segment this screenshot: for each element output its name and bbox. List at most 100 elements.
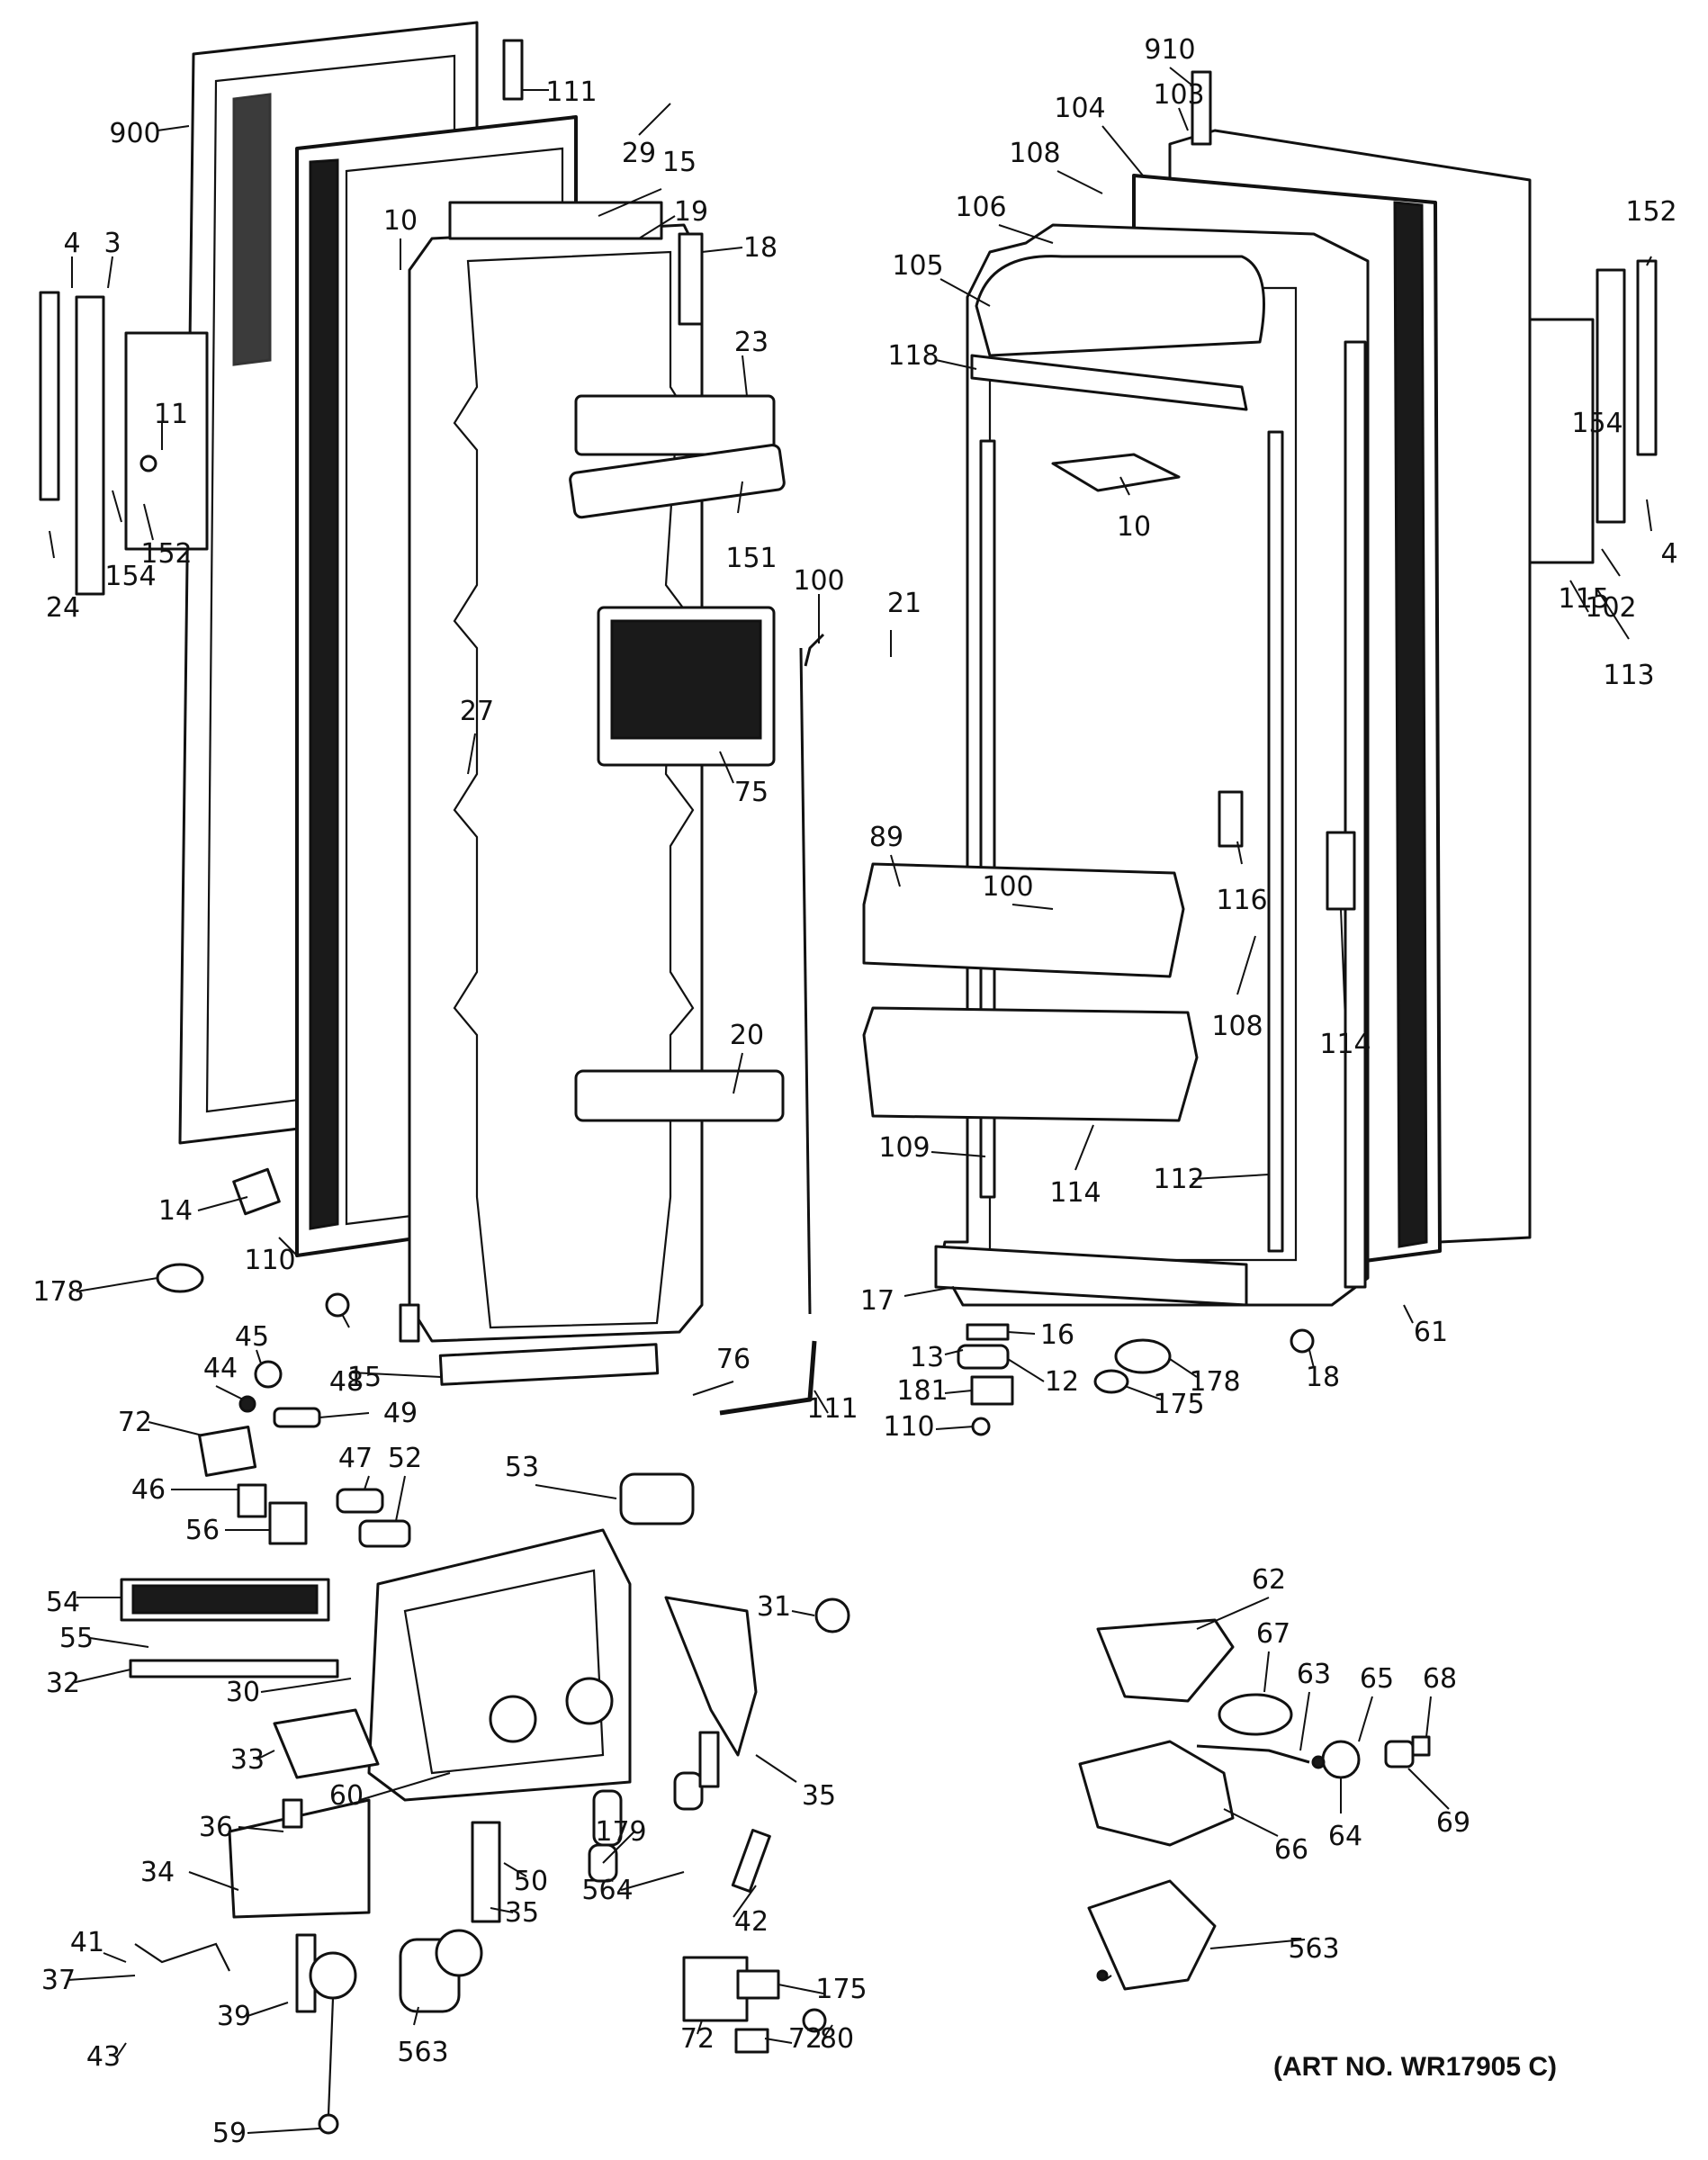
callout-4: 4 (63, 228, 80, 259)
callout-60: 60 (329, 1780, 364, 1812)
callout-16: 16 (1040, 1319, 1074, 1351)
callout-114: 114 (1319, 1029, 1371, 1060)
callout-103: 103 (1153, 79, 1204, 111)
callout-910: 910 (1144, 34, 1195, 66)
callout-39: 39 (217, 2001, 251, 2032)
callout-89: 89 (869, 822, 903, 853)
callout-563: 563 (1288, 1933, 1339, 1965)
callout-564: 564 (581, 1875, 633, 1906)
callout-154: 154 (104, 561, 156, 592)
callout-30: 30 (226, 1677, 260, 1708)
callout-175: 175 (1153, 1389, 1204, 1420)
callout-21: 21 (887, 588, 921, 619)
callout-111: 111 (545, 76, 597, 108)
callout-43: 43 (86, 2041, 121, 2073)
callout-108: 108 (1009, 138, 1060, 169)
callout-72: 72 (680, 2023, 715, 2055)
callout-114: 114 (1049, 1177, 1101, 1209)
callout-110: 110 (883, 1411, 934, 1443)
callout-116: 116 (1216, 885, 1267, 916)
callout-100: 100 (982, 871, 1033, 903)
callout-14: 14 (158, 1195, 193, 1227)
callout-20: 20 (730, 1020, 764, 1051)
callout-41: 41 (70, 1927, 104, 1958)
callout-19: 19 (674, 196, 708, 228)
callout-63: 63 (1297, 1659, 1331, 1690)
callout-900: 900 (109, 118, 160, 149)
callout-45: 45 (235, 1321, 269, 1353)
callout-10: 10 (383, 205, 418, 237)
callout-29: 29 (622, 138, 656, 169)
callout-32: 32 (46, 1668, 80, 1699)
callout-100: 100 (793, 565, 844, 597)
freezer-door-hinges (39, 39, 1658, 1343)
leader-lines (49, 67, 1652, 2134)
callout-110: 110 (244, 1245, 295, 1276)
callout-66: 66 (1274, 1834, 1308, 1866)
callout-35: 35 (802, 1780, 836, 1812)
callout-59: 59 (212, 2118, 247, 2149)
callout-178: 178 (32, 1276, 84, 1308)
callout-109: 109 (878, 1132, 930, 1164)
callout-18: 18 (1306, 1362, 1340, 1393)
callout-53: 53 (505, 1452, 539, 1483)
callout-181: 181 (896, 1375, 948, 1407)
callout-35: 35 (505, 1897, 539, 1929)
callout-12: 12 (1045, 1366, 1079, 1398)
callout-13: 13 (910, 1342, 944, 1373)
callout-55: 55 (59, 1623, 94, 1654)
callout-33: 33 (230, 1744, 265, 1776)
callout-152: 152 (1625, 196, 1677, 228)
callout-49: 49 (383, 1398, 418, 1429)
callout-15: 15 (662, 147, 697, 178)
callout-68: 68 (1423, 1663, 1457, 1695)
callout-34: 34 (140, 1857, 175, 1888)
callout-118: 118 (887, 340, 939, 372)
callout-76: 76 (716, 1344, 751, 1375)
callout-18: 18 (743, 232, 778, 264)
callout-151: 151 (725, 543, 777, 574)
callout-47: 47 (338, 1443, 373, 1474)
callout-69: 69 (1436, 1807, 1470, 1839)
callout-44: 44 (203, 1353, 238, 1384)
callout-154: 154 (1571, 408, 1623, 439)
art-number: (ART NO. WR17905 C) (1273, 2052, 1557, 2082)
small-parts-right (957, 1323, 1315, 1436)
small-parts-left (156, 1167, 695, 1548)
callout-17: 17 (860, 1285, 894, 1317)
callout-31: 31 (757, 1591, 791, 1623)
callout-54: 54 (46, 1587, 80, 1618)
callout-46: 46 (131, 1474, 166, 1506)
callout-67: 67 (1256, 1618, 1290, 1650)
callout-23: 23 (734, 327, 769, 358)
callout-61: 61 (1414, 1317, 1448, 1348)
callout-72: 72 (118, 1407, 152, 1438)
callout-42: 42 (734, 1906, 769, 1938)
callout-56: 56 (185, 1515, 220, 1546)
dispenser-housing (120, 633, 850, 2135)
callout-115: 115 (1558, 583, 1609, 615)
callout-105: 105 (892, 250, 943, 282)
callout-36: 36 (199, 1812, 233, 1843)
callout-4: 4 (1660, 538, 1677, 570)
callout-15: 15 (347, 1362, 382, 1393)
callout-179: 179 (595, 1816, 646, 1848)
callout-80: 80 (820, 2023, 854, 2055)
callout-111: 111 (806, 1393, 858, 1425)
callout-65: 65 (1360, 1663, 1394, 1695)
callout-48: 48 (329, 1366, 364, 1398)
fresh-food-door-liner (862, 223, 1370, 1307)
callout-24: 24 (46, 592, 80, 624)
callout-50: 50 (514, 1866, 548, 1897)
callout-175: 175 (815, 1974, 867, 2005)
callout-3: 3 (103, 228, 121, 259)
callout-64: 64 (1328, 1821, 1362, 1852)
callout-37: 37 (41, 1965, 76, 1996)
freezer-door-liner (408, 201, 786, 1386)
callout-52: 52 (388, 1443, 422, 1474)
ice-crusher-assembly (1078, 1618, 1431, 1991)
callout-62: 62 (1252, 1564, 1286, 1596)
callout-112: 112 (1153, 1164, 1204, 1195)
callout-72: 72 (788, 2023, 823, 2055)
